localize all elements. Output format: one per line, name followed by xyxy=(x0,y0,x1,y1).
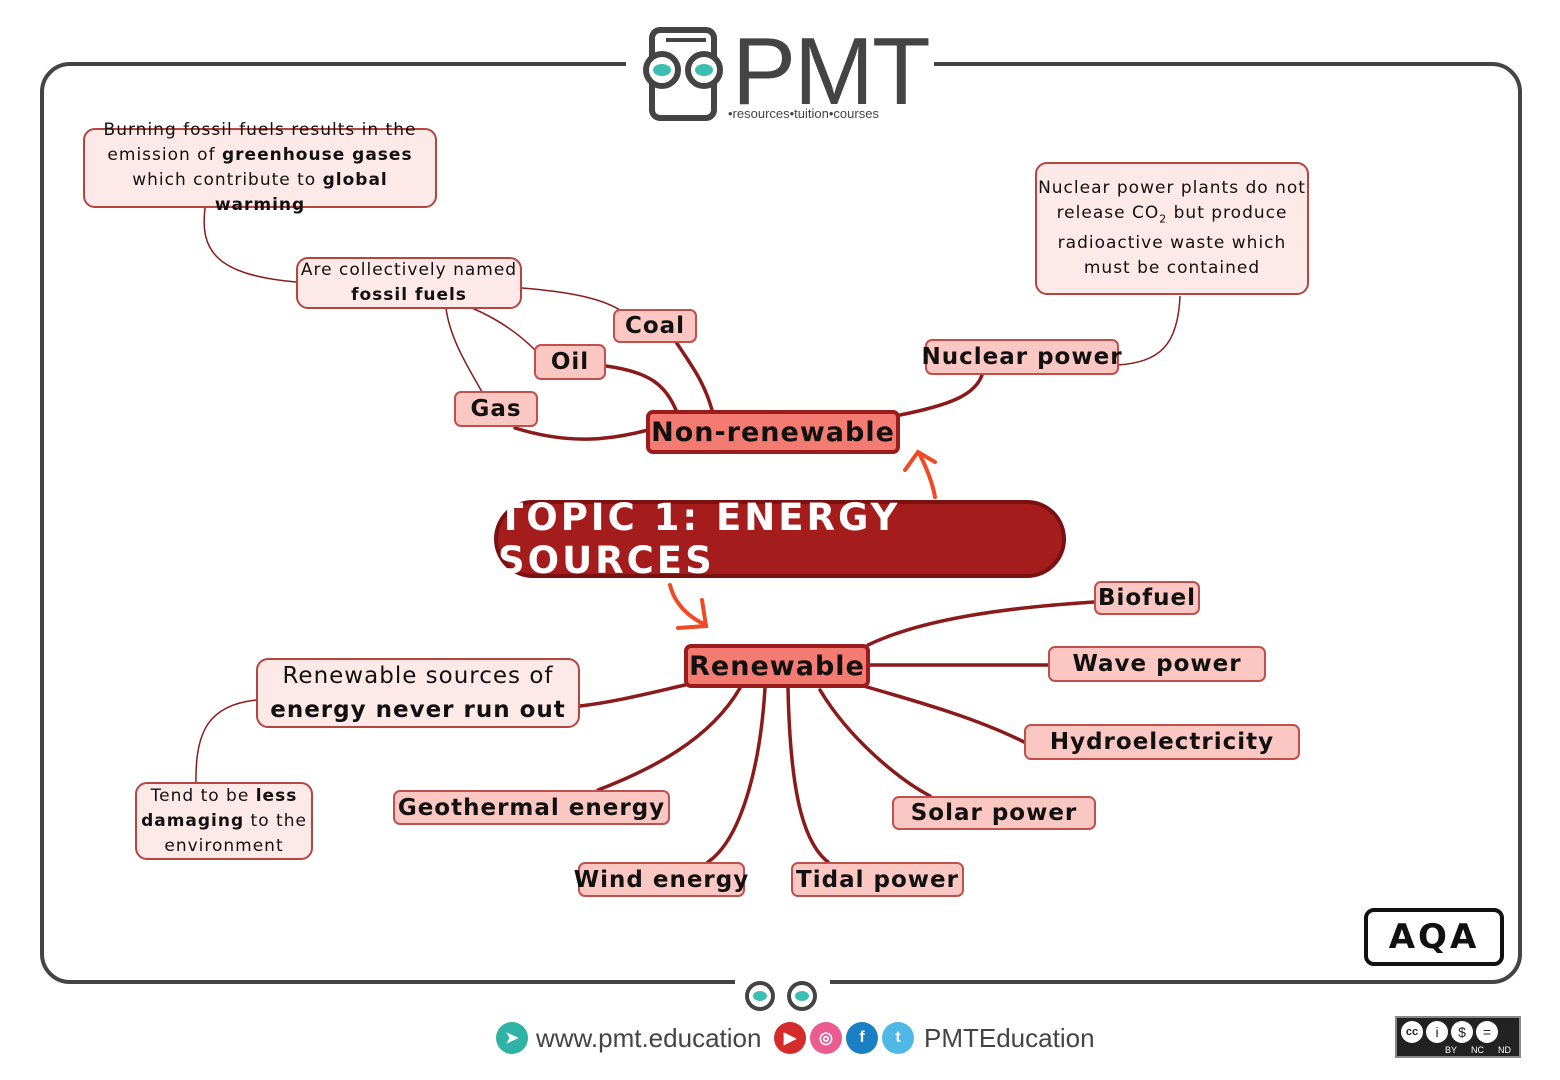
license-by: BY xyxy=(1444,1045,1457,1055)
node-hydroelectricity: Hydroelectricity xyxy=(1024,724,1300,760)
logo-tagline: •resources•tuition•courses xyxy=(728,106,879,121)
note-bold: greenhouse gases xyxy=(221,145,413,165)
cursor-icon: ➤ xyxy=(496,1022,528,1054)
facebook-icon[interactable]: f xyxy=(846,1022,878,1054)
note-text: to the environment xyxy=(164,810,307,856)
node-biofuel: Biofuel xyxy=(1094,581,1200,615)
node-coal: Coal xyxy=(613,309,697,343)
line-never xyxy=(578,683,687,708)
note-text: Burning fossil fuels results in the emis… xyxy=(103,120,417,165)
license-nd: ND xyxy=(1498,1045,1511,1055)
twitter-icon[interactable]: t xyxy=(882,1022,914,1054)
node-gas: Gas xyxy=(454,391,538,427)
aqa-badge: AQA xyxy=(1364,908,1504,966)
note-text: but produce radioactive waste which must… xyxy=(1057,202,1288,279)
creative-commons-badge: cc i $ = BY NC ND xyxy=(1395,1016,1521,1058)
pmt-logo: PMT •resources•tuition•courses xyxy=(640,18,931,125)
note-text: Renewable sources of xyxy=(282,663,554,689)
note-bold: less damaging xyxy=(141,785,298,831)
line-damage xyxy=(195,699,257,783)
glasses-icon xyxy=(745,981,817,1011)
nd-icon: = xyxy=(1476,1021,1498,1043)
node-solar-power: Solar power xyxy=(892,796,1096,830)
node-tidal-power: Tidal power xyxy=(791,862,964,897)
social-handle[interactable]: PMTEducation xyxy=(924,1022,1095,1053)
arrow-up-icon xyxy=(903,449,937,499)
line-biofuel xyxy=(866,600,1096,647)
cc-icons: cc i $ = xyxy=(1397,1018,1519,1046)
line-tidal xyxy=(786,686,830,864)
by-icon: i xyxy=(1426,1021,1448,1043)
note-text: Are collectively named xyxy=(300,260,518,280)
cc-labels: BY NC ND xyxy=(1445,1045,1511,1055)
note-nuclear: Nuclear power plants do not release CO2 … xyxy=(1035,162,1309,295)
line-solar xyxy=(818,688,932,798)
line-nuclear xyxy=(898,373,984,417)
line-fossil-gas xyxy=(445,307,483,393)
node-oil: Oil xyxy=(534,344,606,380)
line-hydro xyxy=(858,683,1026,744)
line-fossil-oil xyxy=(471,307,536,351)
note-burning-fossil-fuels: Burning fossil fuels results in the emis… xyxy=(83,120,437,215)
node-geothermal-energy: Geothermal energy xyxy=(393,790,670,825)
note-text: Tend to be xyxy=(150,785,256,806)
line-gas xyxy=(513,426,650,441)
line-burning xyxy=(203,207,297,283)
license-nc: NC xyxy=(1471,1045,1484,1055)
line-nuclear-note xyxy=(1117,295,1181,366)
node-wind-energy: Wind energy xyxy=(574,862,748,897)
line-fossil-coal xyxy=(521,287,621,311)
line-coal xyxy=(674,340,714,412)
arrow-down-icon xyxy=(668,583,709,630)
node-renewable: Renewable xyxy=(684,644,870,688)
note-subscript: 2 xyxy=(1159,212,1168,226)
note-bold: global warming xyxy=(214,170,388,215)
nc-icon: $ xyxy=(1451,1021,1473,1043)
note-never-run-out: Renewable sources of energy never run ou… xyxy=(256,658,580,728)
line-wind xyxy=(706,686,767,864)
footer-website[interactable]: ➤ www.pmt.education xyxy=(496,1022,761,1054)
note-less-damaging: Tend to be less damaging to the environm… xyxy=(135,782,313,860)
youtube-icon[interactable]: ▶ xyxy=(774,1022,806,1054)
node-nuclear-power: Nuclear power xyxy=(921,339,1122,375)
central-topic: TOPIC 1: ENERGY SOURCES xyxy=(494,496,1066,582)
node-non-renewable: Non-renewable xyxy=(646,410,900,454)
cc-icon: cc xyxy=(1401,1021,1423,1043)
logo-text: PMT xyxy=(732,18,931,125)
note-fossil-fuels: Are collectively named fossil fuels xyxy=(296,257,522,309)
node-wave-power: Wave power xyxy=(1048,646,1266,682)
website-link[interactable]: www.pmt.education xyxy=(536,1022,762,1053)
note-text: which contribute to xyxy=(132,170,323,190)
note-bold: fossil fuels xyxy=(351,285,467,305)
line-geothermal xyxy=(596,686,742,792)
instagram-icon[interactable]: ◎ xyxy=(810,1022,842,1054)
footer-social[interactable]: ▶ ◎ f t PMTEducation xyxy=(774,1022,1095,1054)
note-text: Nuclear power plants do not release CO xyxy=(1038,177,1306,223)
note-bold: energy never run out xyxy=(270,697,566,723)
line-oil xyxy=(604,364,678,412)
book-glasses-icon xyxy=(643,27,723,121)
